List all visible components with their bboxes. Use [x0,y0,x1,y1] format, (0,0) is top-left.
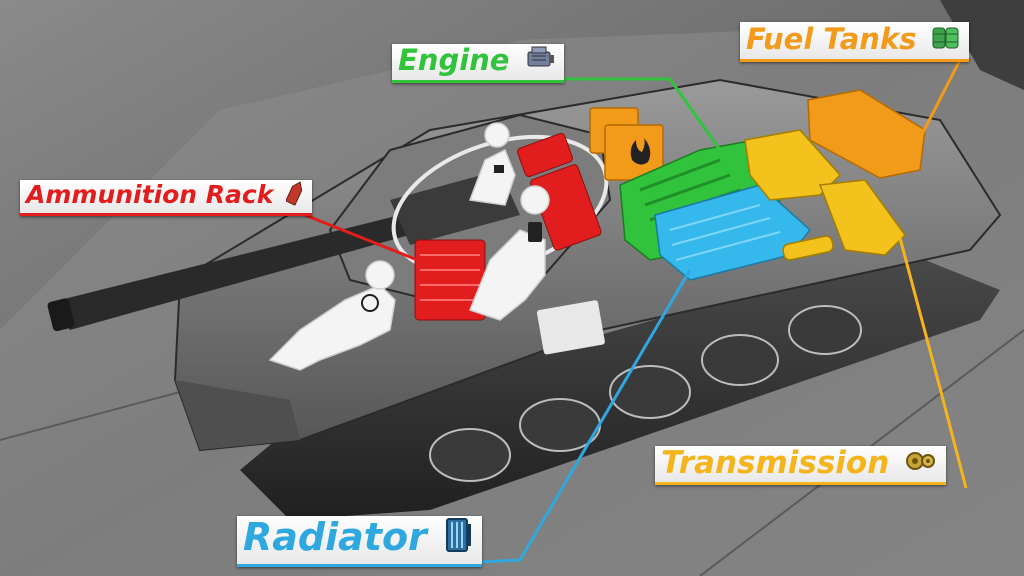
transmission-leader-line [898,237,968,489]
radiator-leader-line [479,269,692,564]
driver-head [365,260,395,290]
commander-head [484,122,510,148]
muzzle [47,298,75,332]
ammunition-rack-label: Ammunition Rack [20,180,313,216]
fuel-barrels-icon [931,22,961,59]
radiator-icon [444,516,474,564]
radiator-label: Radiator [237,515,483,567]
ammunition-rack-label-text: Ammunition Rack [26,180,274,210]
gunner-badge-icon [494,165,504,173]
hull-front-plate [175,380,300,450]
shell-icon [285,180,304,213]
gearbox-icon [904,447,938,483]
commander-figure [468,148,516,206]
transmission-label-text: Transmission [661,445,890,481]
engine-label-text: Engine [398,43,510,77]
fire-icon [630,138,651,165]
ammo-shell-lines [420,254,480,301]
rank-badge-icon [528,222,542,242]
transmission-label: Transmission [655,445,947,486]
transmission-module [744,129,906,261]
crew-role-icons [361,165,542,312]
engine-label: Engine [392,43,564,83]
tank-gun-barrel [55,215,420,330]
crew-box [536,300,605,355]
fuel-tanks-label-text: Fuel Tanks [746,21,917,56]
radiator-label-text: Radiator [243,515,427,560]
fuel-tanks-label: Fuel Tanks [740,21,969,63]
radiator-grille [669,204,781,261]
road-wheels [429,305,862,482]
engine-icon [524,44,556,79]
steering-wheel-icon [361,294,379,312]
gunner-figure [469,229,546,321]
gunner-head [520,185,550,215]
